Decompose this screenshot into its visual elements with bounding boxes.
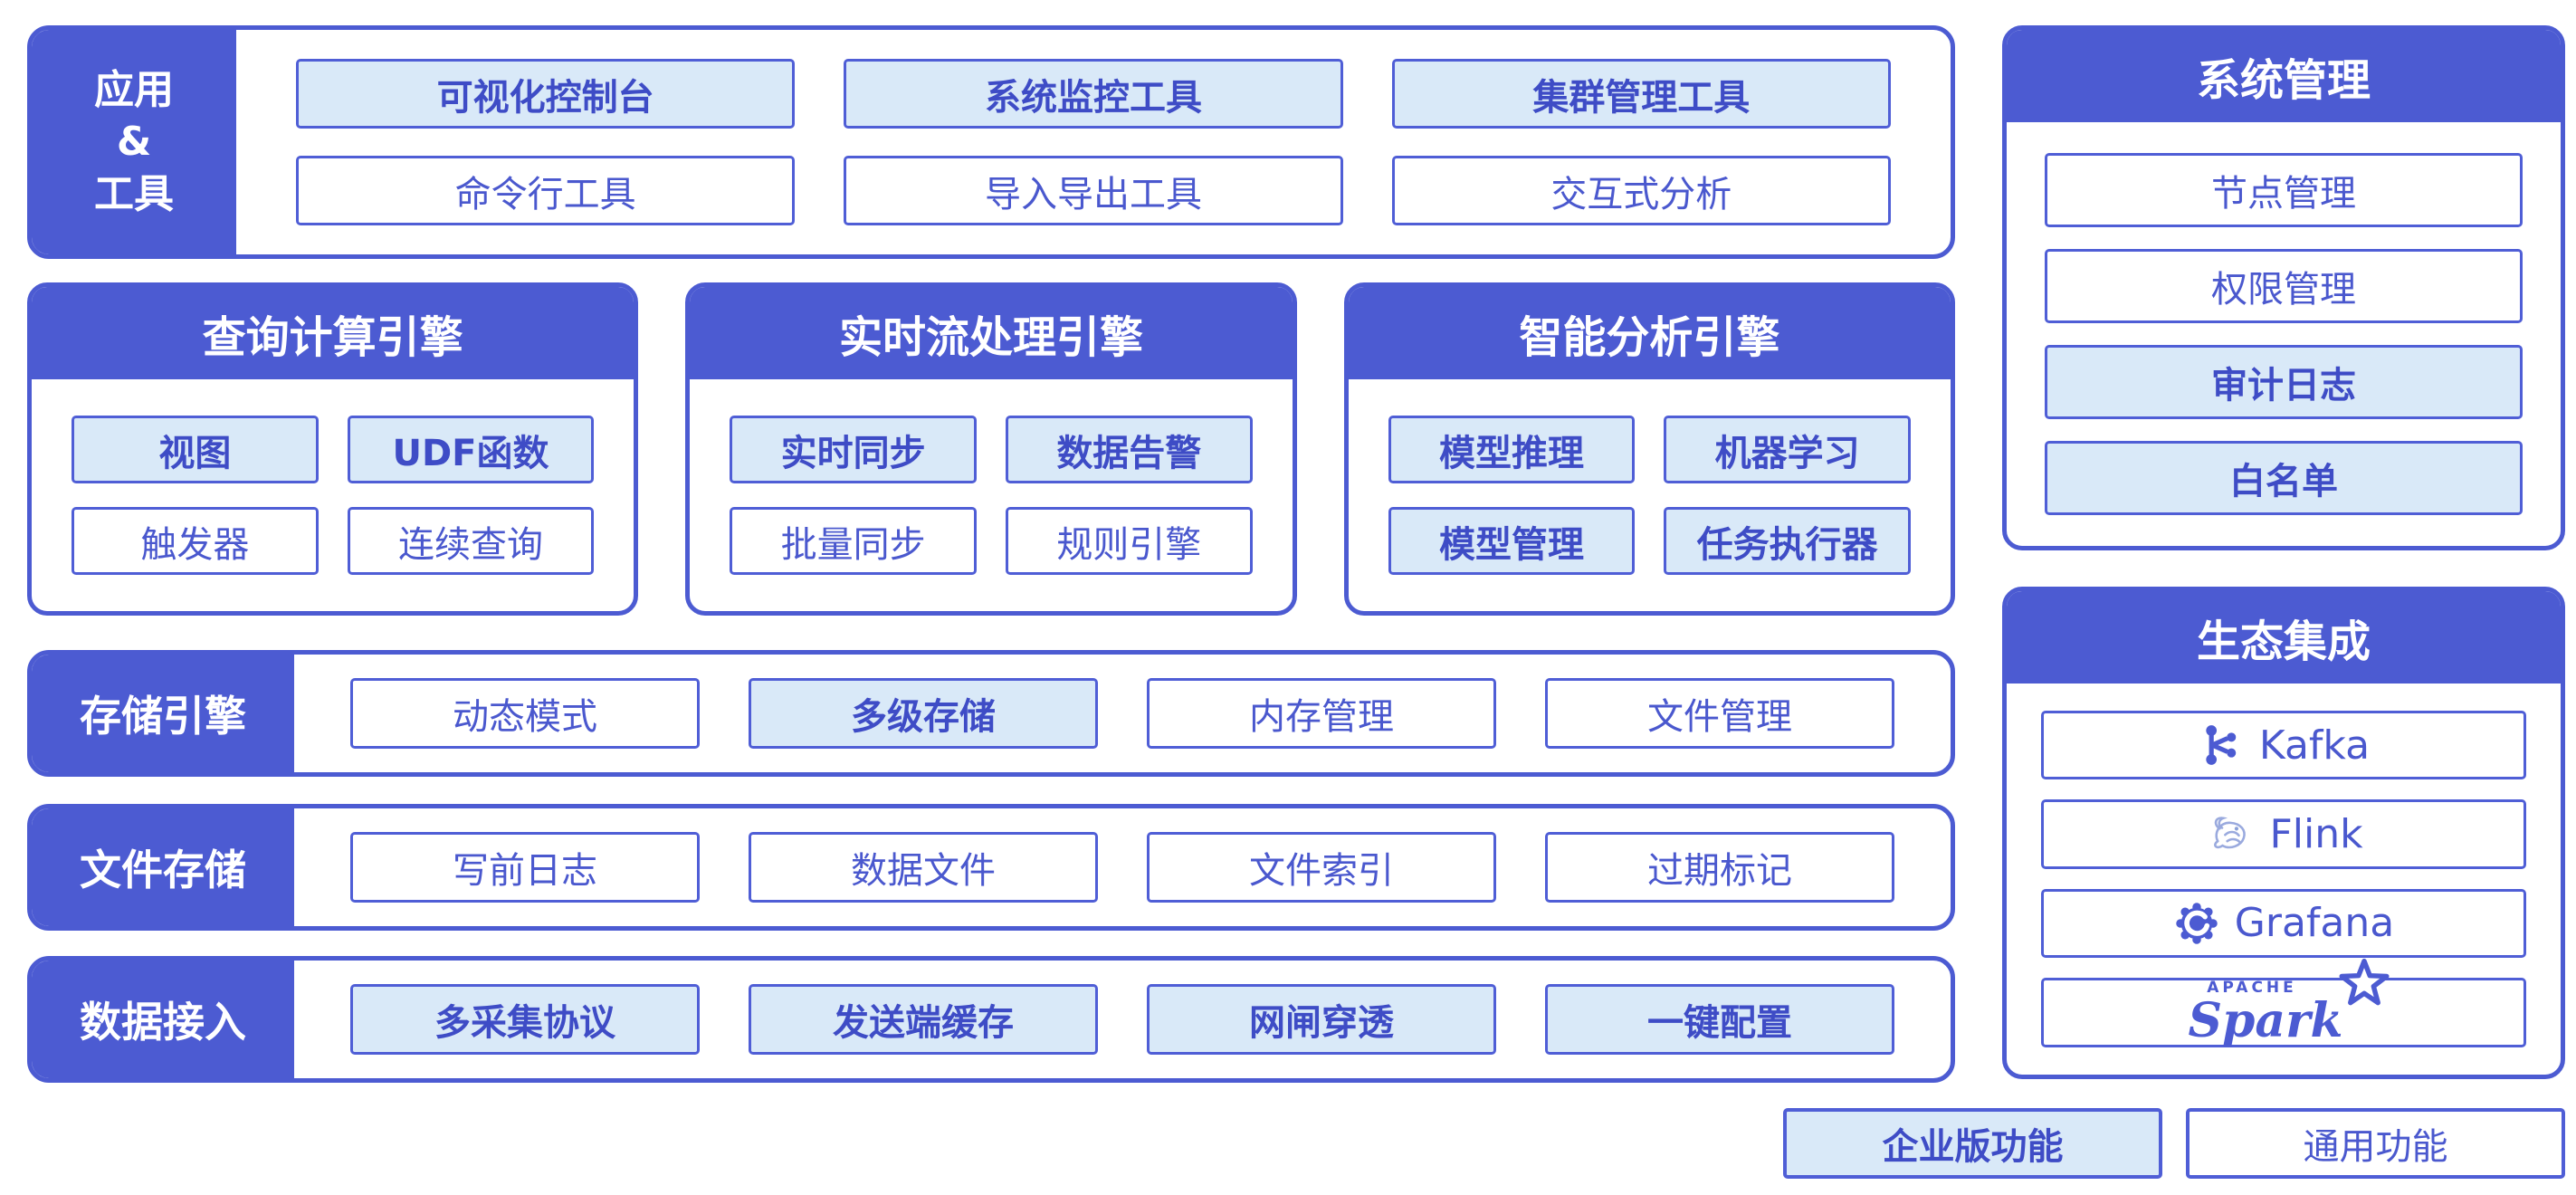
eco-label-grafana: Grafana — [2234, 900, 2395, 947]
feature-permission-management: 权限管理 — [2045, 249, 2523, 323]
intelligent-analysis-engine-title: 智能分析引擎 — [1348, 287, 1951, 379]
eco-item-kafka: Kafka — [2041, 711, 2526, 780]
feature-audit-log: 审计日志 — [2045, 345, 2523, 419]
feature-task-executor: 任务执行器 — [1664, 507, 1911, 575]
feature-udf-function: UDF函数 — [347, 416, 595, 483]
file-storage-row: 文件存储 写前日志 数据文件 文件索引 过期标记 — [27, 804, 1955, 931]
feature-continuous-query: 连续查询 — [347, 507, 595, 575]
feature-trigger: 触发器 — [72, 507, 319, 575]
data-ingestion-row: 数据接入 多采集协议 发送端缓存 网闸穿透 一键配置 — [27, 956, 1955, 1083]
feature-visual-console: 可视化控制台 — [296, 59, 796, 129]
feature-node-management: 节点管理 — [2045, 153, 2523, 227]
system-management-title: 系统管理 — [2007, 30, 2561, 122]
flink-icon — [2214, 817, 2247, 849]
eco-item-flink: Flink — [2041, 799, 2526, 869]
spark-wordmark: Spark — [2188, 992, 2343, 1048]
file-storage-tab: 文件存储 — [32, 808, 294, 926]
feature-expiry-mark: 过期标记 — [1545, 832, 1894, 903]
feature-tiered-storage: 多级存储 — [749, 678, 1098, 749]
eco-label-kafka: Kafka — [2258, 722, 2371, 769]
feature-interactive-analysis: 交互式分析 — [1391, 156, 1891, 225]
feature-system-monitor-tool: 系统监控工具 — [844, 59, 1343, 129]
spark-apache-text: APACHE — [2207, 978, 2297, 997]
eco-item-spark: APACHE Spark — [2041, 958, 2526, 1048]
apps-tools-tab-label: 应用 & 工具 — [94, 67, 174, 217]
feature-gateway-penetration: 网闸穿透 — [1147, 984, 1496, 1055]
feature-sender-cache: 发送端缓存 — [749, 984, 1098, 1055]
feature-rule-engine: 规则引擎 — [1005, 507, 1253, 575]
intelligent-analysis-engine-panel: 智能分析引擎 模型推理 机器学习 模型管理 任务执行器 — [1343, 282, 1955, 616]
data-ingestion-tab: 数据接入 — [32, 961, 294, 1078]
query-compute-engine-panel: 查询计算引擎 视图 UDF函数 触发器 连续查询 — [27, 282, 639, 616]
feature-whitelist: 白名单 — [2045, 441, 2523, 515]
query-compute-engine-title: 查询计算引擎 — [32, 287, 634, 379]
legend-common-feature: 通用功能 — [2186, 1108, 2565, 1179]
ecosystem-integration-panel: 生态集成 Kafka — [2002, 587, 2565, 1079]
feature-realtime-sync: 实时同步 — [730, 416, 977, 483]
storage-engine-row: 存储引擎 动态模式 多级存储 内存管理 文件管理 — [27, 650, 1955, 777]
storage-engine-tab: 存储引擎 — [32, 655, 294, 772]
feature-dynamic-schema: 动态模式 — [350, 678, 700, 749]
feature-model-management: 模型管理 — [1388, 507, 1636, 575]
feature-cluster-management-tool: 集群管理工具 — [1391, 59, 1891, 129]
feature-multi-protocol: 多采集协议 — [350, 984, 700, 1055]
eco-label-flink: Flink — [2269, 810, 2363, 857]
grafana-icon — [2176, 903, 2218, 944]
apps-tools-tab: 应用 & 工具 — [32, 30, 236, 254]
legend-enterprise-feature: 企业版功能 — [1783, 1108, 2162, 1179]
feature-view: 视图 — [72, 416, 319, 483]
eco-item-grafana: Grafana — [2041, 888, 2526, 958]
feature-file-management: 文件管理 — [1545, 678, 1894, 749]
feature-memory-management: 内存管理 — [1147, 678, 1496, 749]
feature-cli-tool: 命令行工具 — [296, 156, 796, 225]
apps-tools-block: 应用 & 工具 可视化控制台 系统监控工具 集群管理工具 命令行工具 导入导出工… — [27, 25, 1955, 259]
kafka-icon — [2206, 725, 2237, 766]
spark-star-icon — [2339, 958, 2390, 1006]
spark-logo: APACHE Spark — [2188, 958, 2390, 1048]
legend: 企业版功能 通用功能 — [1783, 1108, 2565, 1179]
feature-file-index: 文件索引 — [1147, 832, 1496, 903]
feature-write-ahead-log: 写前日志 — [350, 832, 700, 903]
ecosystem-integration-title: 生态集成 — [2007, 591, 2561, 684]
system-management-panel: 系统管理 节点管理 权限管理 审计日志 白名单 — [2002, 25, 2565, 550]
stream-processing-engine-title: 实时流处理引擎 — [690, 287, 1293, 379]
apps-tools-items: 可视化控制台 系统监控工具 集群管理工具 命令行工具 导入导出工具 交互式分析 — [236, 30, 1951, 254]
engines-row: 查询计算引擎 视图 UDF函数 触发器 连续查询 实时流处理引擎 实时同步 数据… — [27, 282, 1955, 616]
feature-batch-sync: 批量同步 — [730, 507, 977, 575]
feature-machine-learning: 机器学习 — [1664, 416, 1911, 483]
feature-one-click-config: 一键配置 — [1545, 984, 1894, 1055]
feature-data-alert: 数据告警 — [1005, 416, 1253, 483]
stream-processing-engine-panel: 实时流处理引擎 实时同步 数据告警 批量同步 规则引擎 — [685, 282, 1297, 616]
feature-data-file: 数据文件 — [749, 832, 1098, 903]
feature-import-export-tool: 导入导出工具 — [844, 156, 1343, 225]
feature-model-inference: 模型推理 — [1388, 416, 1636, 483]
